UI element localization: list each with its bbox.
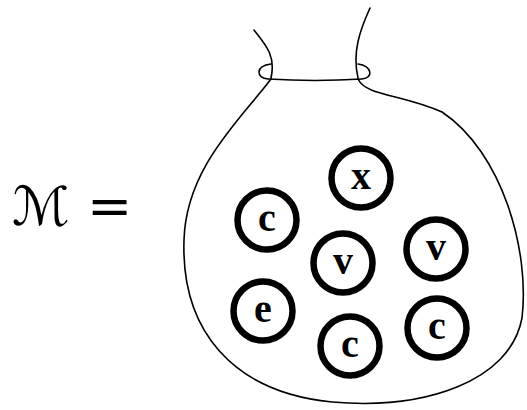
letter-circle: v — [310, 230, 376, 296]
letter-circle: v — [403, 216, 469, 282]
element-letter: c — [404, 295, 470, 361]
letter-circle: c — [404, 295, 470, 361]
element-letter: x — [328, 145, 394, 211]
letter-circle: c — [317, 313, 383, 379]
element-letter: c — [234, 187, 300, 253]
letter-circle: e — [230, 278, 296, 344]
element-letter: v — [310, 230, 376, 296]
letter-circle: x — [328, 145, 394, 211]
element-letter: v — [403, 216, 469, 282]
set-name-label: ℳ = — [12, 180, 132, 234]
element-letter: c — [317, 313, 383, 379]
element-letter: e — [230, 278, 296, 344]
letter-circle: c — [234, 187, 300, 253]
